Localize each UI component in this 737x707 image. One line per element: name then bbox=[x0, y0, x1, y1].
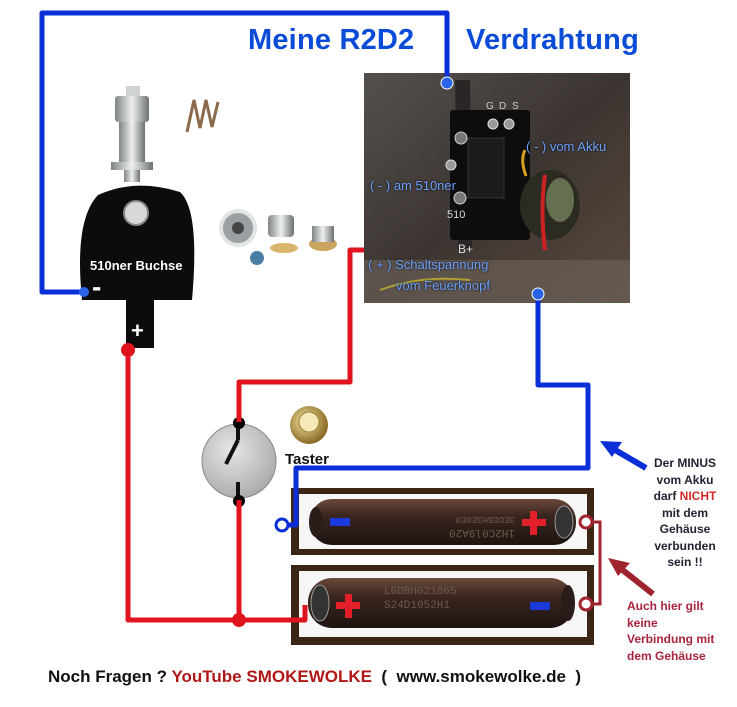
junction-button-battery bbox=[232, 613, 246, 627]
junction-board-battery-minus bbox=[531, 287, 545, 301]
battery-top bbox=[309, 499, 576, 545]
battery-bottom-minus-mark bbox=[530, 602, 550, 610]
board-mark-d: D bbox=[499, 101, 506, 112]
battery-bottom-code-2: S24D1052H1 bbox=[384, 600, 450, 612]
button-label: Taster bbox=[285, 451, 329, 468]
battery-top-code-1: 1H2C0l9A20 bbox=[449, 526, 515, 538]
atomizer-image bbox=[111, 86, 153, 182]
socket-plus-label: + bbox=[131, 318, 144, 343]
battery-bottom-code-1: LGDBHG21865 bbox=[384, 586, 457, 598]
board-mark-s: S bbox=[512, 101, 519, 112]
battery-top-code-2: 3EDEBH3E0E0 bbox=[456, 514, 515, 524]
battery-top-minus-mark bbox=[330, 518, 350, 526]
board-mark-g: G bbox=[486, 101, 494, 112]
website-link[interactable]: ( www.smokewolke.de ) bbox=[371, 667, 582, 686]
wire-negative bbox=[39, 10, 591, 528]
junction-board-510-minus bbox=[440, 76, 454, 90]
socket-minus-label: - bbox=[92, 271, 102, 302]
board-switch-voltage-label-2: vom Feuerknopf bbox=[396, 278, 490, 293]
arrow-minus-note bbox=[600, 441, 648, 471]
socket-510 bbox=[80, 185, 195, 348]
arrow-housing-note bbox=[608, 558, 655, 597]
board-mark-510: 510 bbox=[447, 209, 465, 221]
fire-button-image bbox=[290, 406, 328, 444]
connector-parts-image bbox=[219, 209, 337, 265]
wire-positive bbox=[125, 247, 364, 623]
terminal-top-minus bbox=[274, 517, 290, 533]
battery-top-plus-mark bbox=[522, 511, 546, 535]
junction-socket-plus bbox=[121, 343, 135, 357]
battery-bottom bbox=[308, 578, 575, 628]
junction-socket-minus bbox=[79, 287, 89, 297]
housing-warning-note: Auch hier gilt keine Verbindung mit dem … bbox=[627, 599, 715, 663]
minus-warning-note: Der MINUS vom Akku darf NICHT mit dem Ge… bbox=[653, 456, 717, 569]
terminal-top-plus bbox=[578, 514, 594, 530]
board-battery-minus-label: ( - ) vom Akku bbox=[526, 139, 607, 154]
board-switch-voltage-label-1: ( + ) Schaltspannung bbox=[368, 257, 489, 272]
button-switch bbox=[201, 417, 277, 507]
coil-image bbox=[185, 99, 220, 133]
socket-label: 510ner Buchse bbox=[90, 258, 183, 273]
title-right: Verdrahtung bbox=[466, 24, 639, 56]
terminal-bottom-minus bbox=[578, 596, 594, 612]
board-510-minus-label: ( - ) am 510ner bbox=[370, 178, 456, 193]
board-mark-bplus: B+ bbox=[458, 242, 473, 256]
footer: Noch Fragen ? YouTube SMOKEWOLKE ( www.s… bbox=[48, 667, 582, 686]
title-left: Meine R2D2 bbox=[248, 24, 415, 56]
battery-bottom-plus-mark bbox=[336, 594, 360, 618]
board-photo: G D S 510 B+ bbox=[364, 73, 630, 303]
